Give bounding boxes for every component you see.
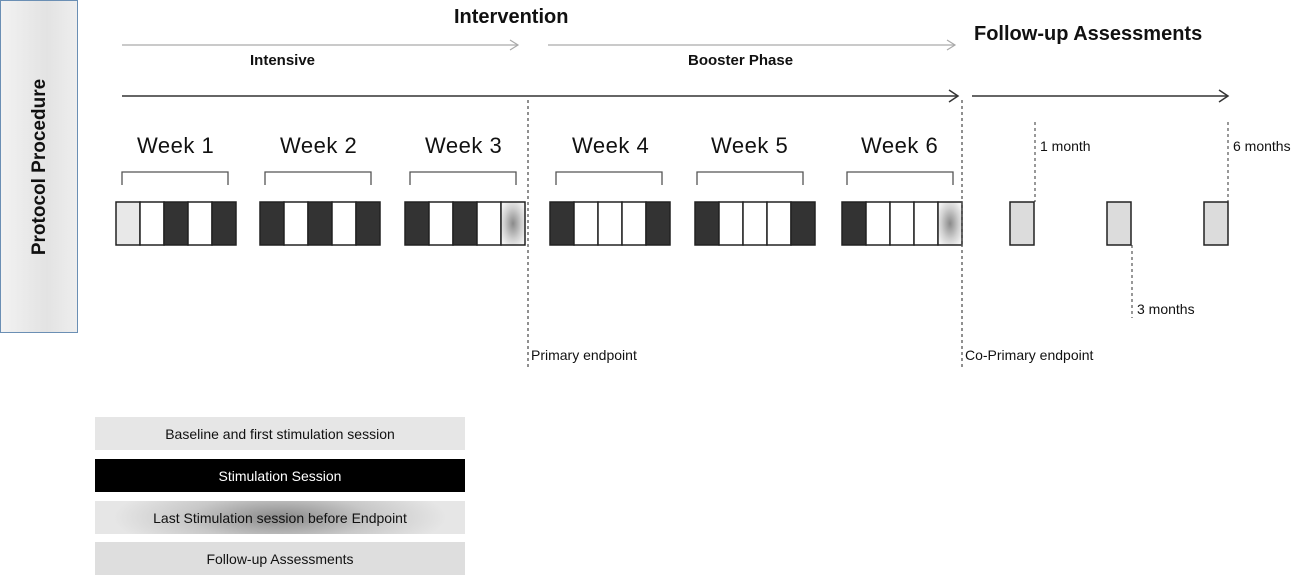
session-box-rest [718,201,744,246]
booster-arrow [548,39,957,51]
session-box-rest [913,201,939,246]
session-box-rest [742,201,768,246]
follow-up-box [1106,201,1132,246]
session-box-stim [307,201,333,246]
week-label: Week 1 [137,133,215,158]
week-bracket [409,171,517,185]
session-box-rest [597,201,623,246]
week-bracket [846,171,954,185]
session-box-rest [331,201,357,246]
three-months-label: 3 months [1137,301,1195,317]
week-bracket [696,171,804,185]
session-box-rest [187,201,213,246]
session-box-stim [645,201,671,246]
session-box-rest [139,201,165,246]
week-label: Week 2 [280,133,358,158]
session-boxes [115,201,963,246]
intensive-arrow [122,39,520,51]
session-box-rest [283,201,309,246]
session-box-last [937,201,963,246]
session-box-rest [865,201,891,246]
session-box-rest [621,201,647,246]
session-box-stim [790,201,816,246]
session-box-stim [259,201,285,246]
co-primary-endpoint-label: Co-Primary endpoint [965,347,1094,363]
session-box-rest [889,201,915,246]
week-bracket [121,171,229,185]
legend-stimulation: Stimulation Session [95,459,465,492]
session-box-stim [694,201,720,246]
week-bracket [555,171,663,185]
legend-follow-up: Follow-up Assessments [95,542,465,575]
intervention-title: Intervention [454,6,569,28]
session-box-last [500,201,526,246]
session-box-stim [404,201,430,246]
follow-up-box [1203,201,1229,246]
session-box-rest [766,201,792,246]
week-brackets [121,171,954,185]
session-box-stim [163,201,189,246]
booster-phase-label: Booster Phase [688,52,794,69]
session-box-stim [452,201,478,246]
primary-endpoint-label: Primary endpoint [531,347,637,363]
intervention-timeline-arrow [122,89,960,103]
week-bracket [264,171,372,185]
session-box-rest [428,201,454,246]
follow-up-title: Follow-up Assessments [974,23,1203,45]
six-months-label: 6 months [1233,138,1291,154]
session-box-baseline [115,201,141,246]
week-label: Week 3 [425,133,503,158]
intensive-label: Intensive [250,52,316,69]
follow-up-box [1009,201,1035,246]
week-label: Week 6 [861,133,939,158]
legend-last-session: Last Stimulation session before Endpoint [95,501,465,534]
session-box-stim [549,201,575,246]
session-box-stim [355,201,381,246]
legend-baseline: Baseline and first stimulation session [95,417,465,450]
one-month-label: 1 month [1040,138,1091,154]
session-box-stim [841,201,867,246]
session-box-rest [476,201,502,246]
protocol-procedure-panel: Protocol Procedure [0,0,78,333]
session-box-stim [211,201,237,246]
follow-up-timeline-arrow [972,89,1230,103]
session-box-rest [573,201,599,246]
week-label: Week 4 [572,133,650,158]
week-label: Week 5 [711,133,789,158]
